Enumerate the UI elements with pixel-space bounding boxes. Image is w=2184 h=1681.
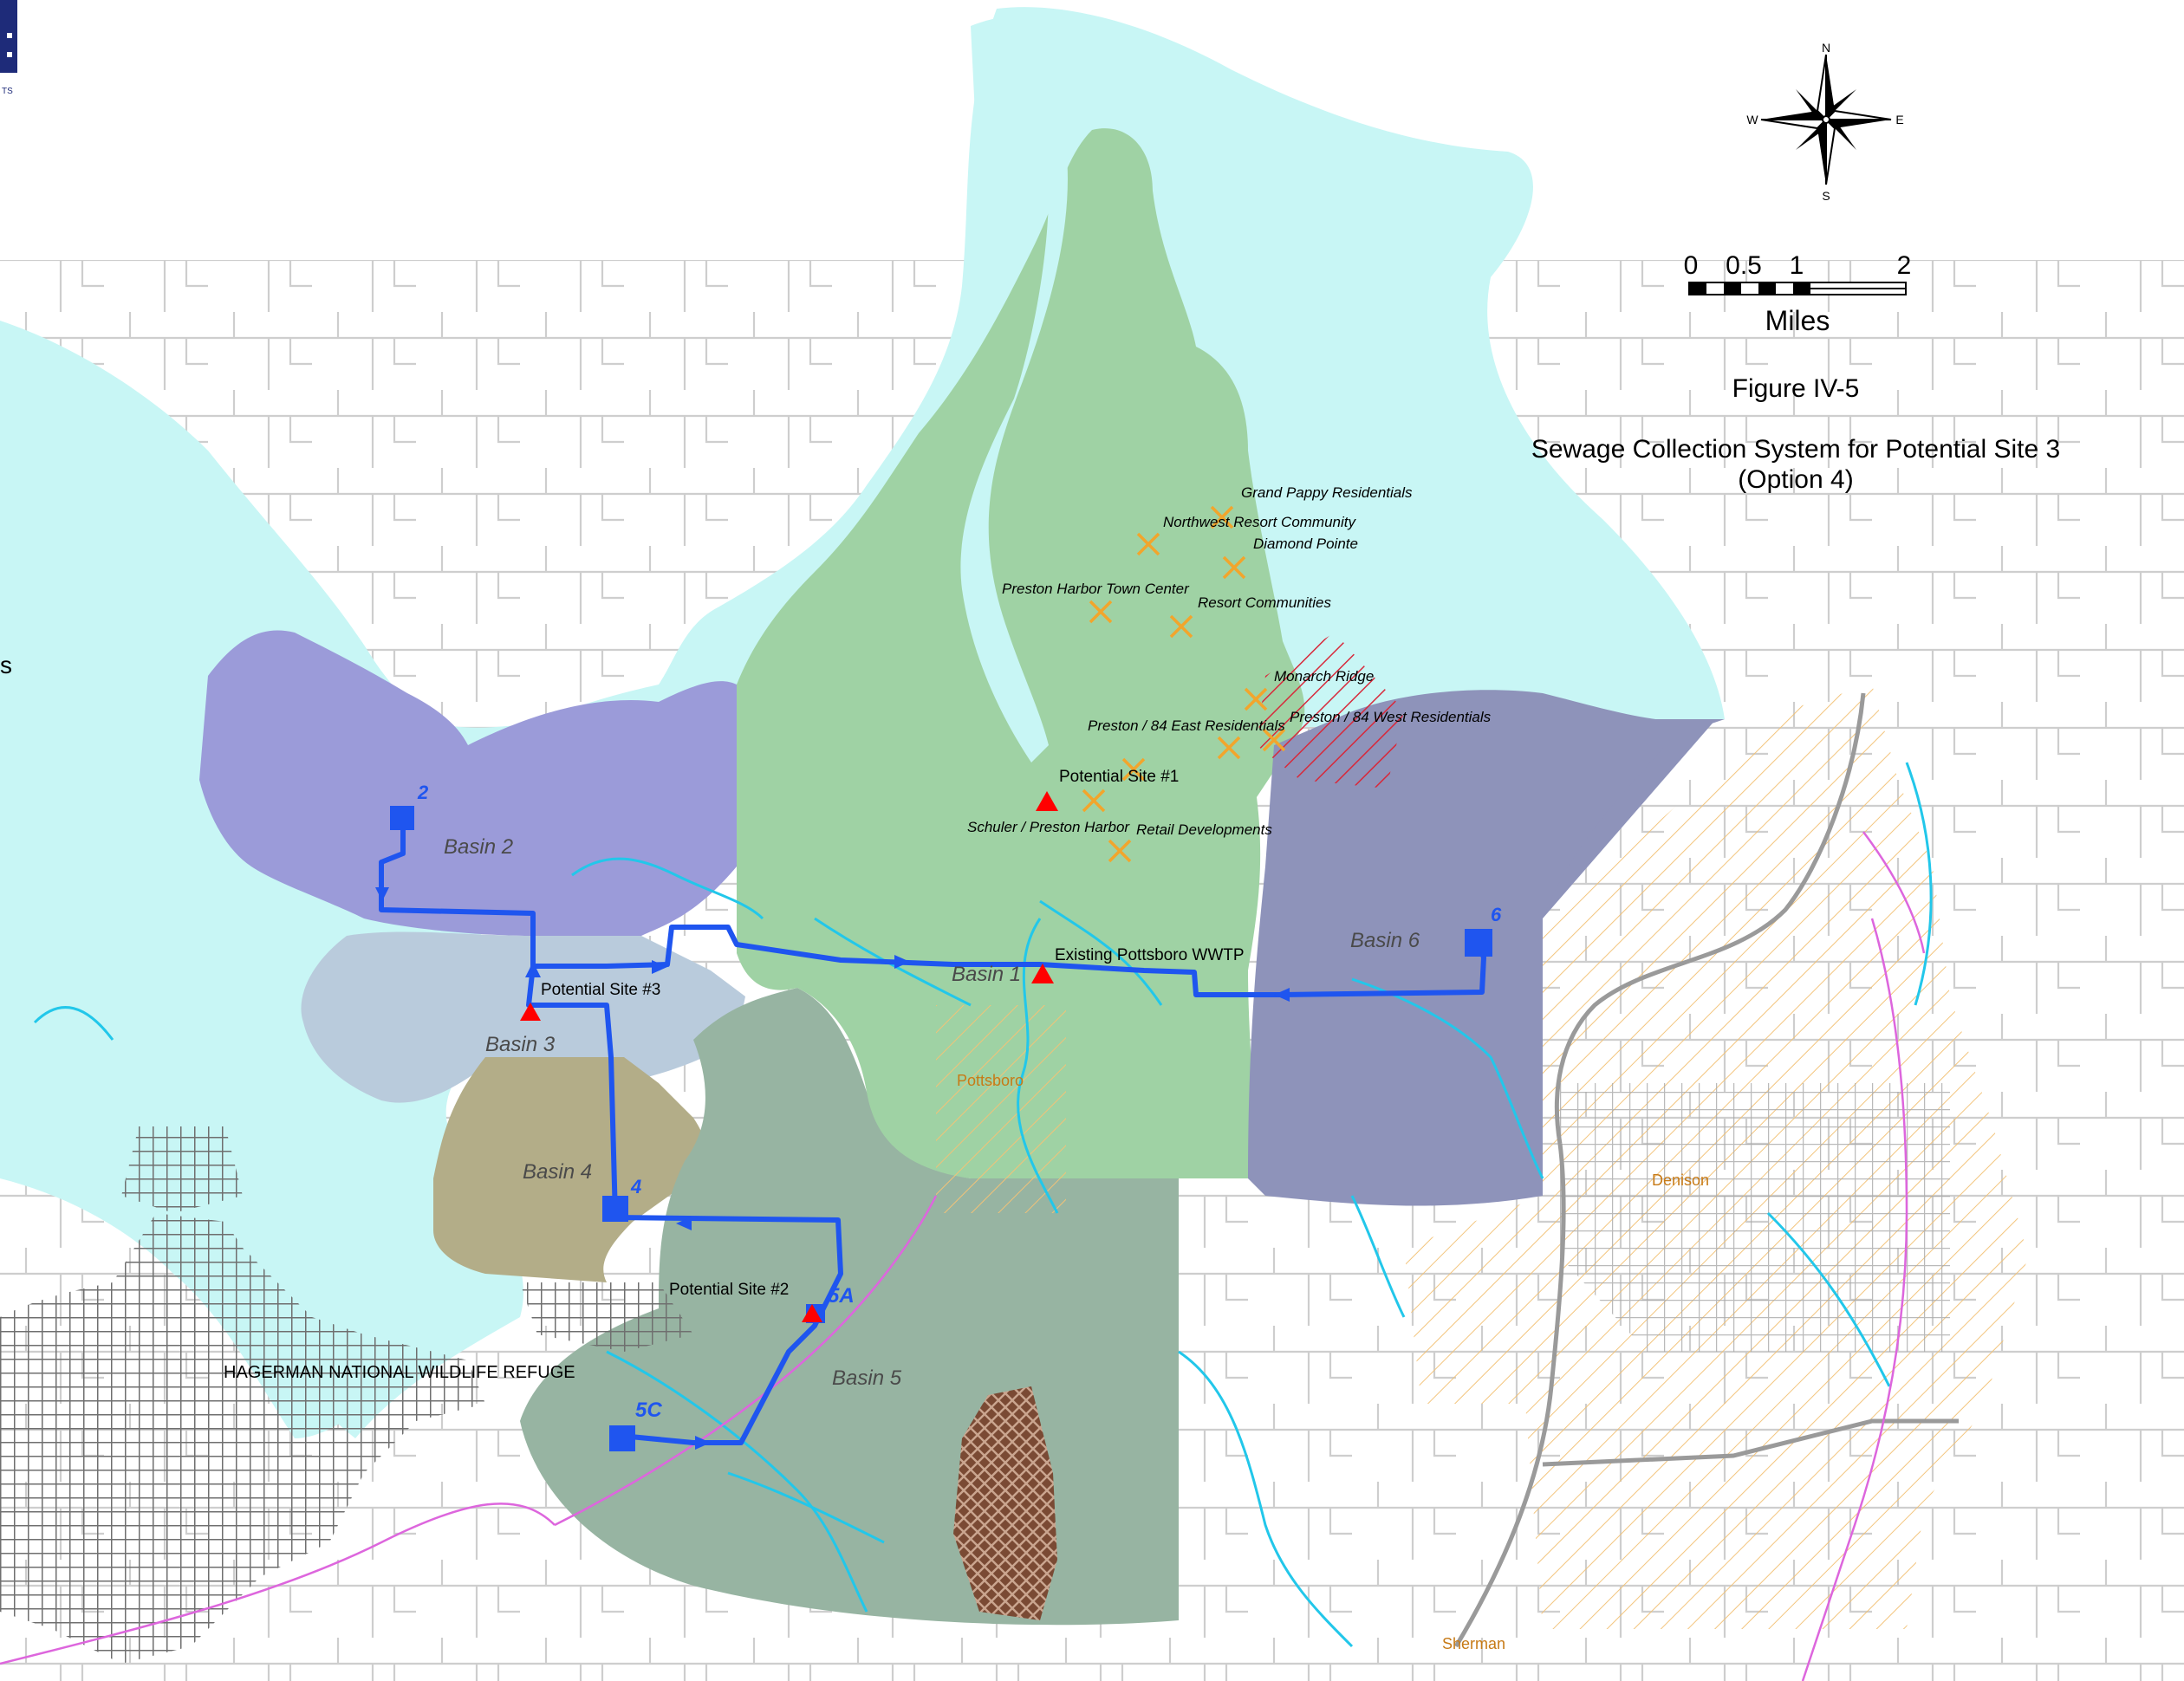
logo-text: TS (2, 87, 13, 96)
label-station-4: 4 (630, 1176, 641, 1197)
label-basin-6: Basin 6 (1350, 929, 1420, 952)
label-existing-wwtp: Existing Pottsboro WWTP (1055, 946, 1245, 964)
edge-letter-s: s (0, 652, 12, 678)
scale-tick-05: 0.5 (1726, 251, 1762, 280)
label-dev-diamond-pointe: Diamond Pointe (1253, 535, 1358, 552)
basin-1-area (737, 128, 1305, 1178)
pottsboro-city-hatch (936, 1005, 1066, 1213)
label-pottsboro: Pottsboro (957, 1072, 1024, 1089)
compass-e: E (1895, 113, 1903, 127)
refuge-grid-area-east (520, 1282, 693, 1352)
label-basin-3: Basin 3 (485, 1033, 556, 1056)
label-potential-site-3: Potential Site #3 (541, 981, 660, 999)
scale-bar: 0 0.5 1 2 Miles (1684, 251, 1912, 336)
label-station-6: 6 (1491, 904, 1502, 925)
lift-station-6[interactable] (1465, 929, 1492, 957)
label-station-5c: 5C (635, 1399, 662, 1422)
label-basin-1: Basin 1 (952, 963, 1021, 986)
label-station-2: 2 (417, 782, 429, 803)
label-dev-resort-communities: Resort Communities (1198, 594, 1331, 611)
scale-tick-1: 1 (1790, 251, 1804, 280)
flow-arrows (375, 887, 1290, 1450)
logo-fragment: TS (0, 0, 17, 96)
label-station-5a: 5A (828, 1284, 855, 1308)
development-x-markers (1082, 505, 1286, 863)
label-potential-site-2: Potential Site #2 (669, 1281, 789, 1299)
existing-wwtp-marker[interactable] (1031, 964, 1054, 983)
label-dev-town-center: Preston Harbor Town Center (1002, 581, 1190, 597)
scale-unit: Miles (1765, 305, 1830, 336)
basin-6-area-east (1543, 719, 1725, 918)
basin-1-lake-fingers (960, 147, 1068, 763)
label-dev-monarch-ridge: Monarch Ridge (1274, 668, 1374, 685)
figure-number: Figure IV-5 (1732, 374, 1860, 403)
label-potential-site-1: Potential Site #1 (1059, 768, 1179, 786)
potential-site-2-marker[interactable] (802, 1304, 822, 1322)
label-basin-2: Basin 2 (444, 835, 513, 859)
label-dev-grand-pappy: Grand Pappy Residentials (1241, 484, 1413, 501)
label-dev-northwest-resort: Northwest Resort Community (1163, 514, 1357, 530)
scale-tick-2: 2 (1897, 251, 1912, 280)
label-basin-4: Basin 4 (523, 1160, 592, 1184)
compass-w: W (1746, 113, 1758, 127)
label-dev-84-east: Preston / 84 East Residentials (1088, 717, 1285, 734)
label-denison: Denison (1652, 1172, 1709, 1189)
compass-rose: N S E W (1746, 41, 1903, 203)
scale-tick-0: 0 (1684, 251, 1699, 280)
label-dev-retail: Retail Developments (1136, 821, 1272, 838)
label-sherman: Sherman (1442, 1635, 1505, 1652)
potential-site-3-marker[interactable] (520, 1003, 541, 1021)
highways (1453, 692, 1959, 1648)
streams (33, 762, 1933, 1648)
hatched-brown-parcel (953, 1386, 1057, 1620)
lift-station-2[interactable] (390, 806, 414, 830)
lift-station-4[interactable] (602, 1196, 628, 1222)
railroads (0, 831, 1926, 1681)
basin-4-area (433, 1057, 706, 1282)
label-basin-5: Basin 5 (832, 1366, 902, 1390)
potential-site-1-marker[interactable] (1036, 791, 1058, 811)
denison-street-grid (1560, 1083, 1950, 1352)
refuge-grid-area (0, 1213, 485, 1664)
lift-station-5c[interactable] (609, 1425, 635, 1451)
label-dev-84-west: Preston / 84 West Residentials (1290, 709, 1492, 725)
monarch-ridge-hatch (1257, 633, 1404, 789)
figure-subtitle: (Option 4) (1738, 465, 1853, 494)
refuge-grid-area-north (121, 1126, 243, 1213)
figure-title: Sewage Collection System for Potential S… (1531, 435, 2060, 464)
compass-n: N (1822, 41, 1830, 55)
label-refuge: HAGERMAN NATIONAL WILDLIFE REFUGE (224, 1363, 575, 1382)
compass-s: S (1822, 189, 1830, 203)
label-dev-schuler: Schuler / Preston Harbor (967, 819, 1130, 835)
